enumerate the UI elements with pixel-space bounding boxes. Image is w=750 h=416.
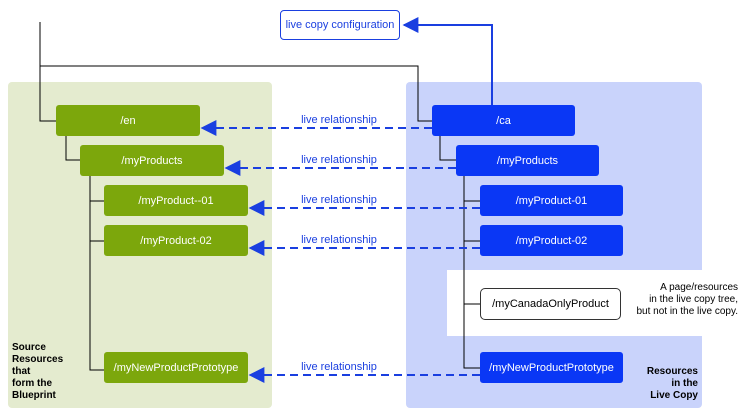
livecopy-node-myproducts: /myProducts (456, 145, 599, 176)
source-node-myproduct-01: /myProduct--01 (104, 185, 248, 216)
livecopy-node-mycanadaonlyproduct: /myCanadaOnlyProduct (480, 288, 621, 320)
source-caption-line: Source (12, 342, 46, 353)
livecopy-node-mynewproductprototype: /myNewProductPrototype (480, 352, 623, 383)
source-caption-line: that (12, 366, 31, 377)
relationship-label-3: live relationship (301, 194, 377, 206)
source-node-en: /en (56, 105, 200, 136)
livecopy-node-ca: /ca (432, 105, 575, 136)
note-line: but not in the live copy. (636, 306, 738, 317)
live-copy-configuration-box: live copy configuration (280, 10, 400, 40)
source-caption: Source Resources that form the Blueprint (12, 342, 82, 402)
source-node-myproduct-02: /myProduct-02 (104, 225, 248, 256)
livecopy-caption-line: Resources (646, 366, 698, 377)
relationship-label-4: live relationship (301, 234, 377, 246)
source-caption-line: Resources (12, 354, 64, 365)
source-caption-line: form the (12, 378, 52, 389)
livecopy-caption-line: in the (671, 378, 698, 389)
source-caption-line: Blueprint (12, 390, 56, 401)
source-node-mynewproductprototype: /myNewProductPrototype (104, 352, 248, 383)
livecopy-node-myproduct-02: /myProduct-02 (480, 225, 623, 256)
note-line: A page/resources (660, 282, 738, 293)
livecopy-node-myproduct-01: /myProduct-01 (480, 185, 623, 216)
livecopy-caption-line: Live Copy (650, 390, 698, 401)
relationship-label-5: live relationship (301, 361, 377, 373)
relationship-label-1: live relationship (301, 114, 377, 126)
local-only-note: A page/resources in the live copy tree, … (610, 282, 738, 318)
relationship-label-2: live relationship (301, 154, 377, 166)
livecopy-caption: Resources in the Live Copy (620, 366, 698, 402)
source-node-myproducts: /myProducts (80, 145, 224, 176)
note-line: in the live copy tree, (649, 294, 738, 305)
